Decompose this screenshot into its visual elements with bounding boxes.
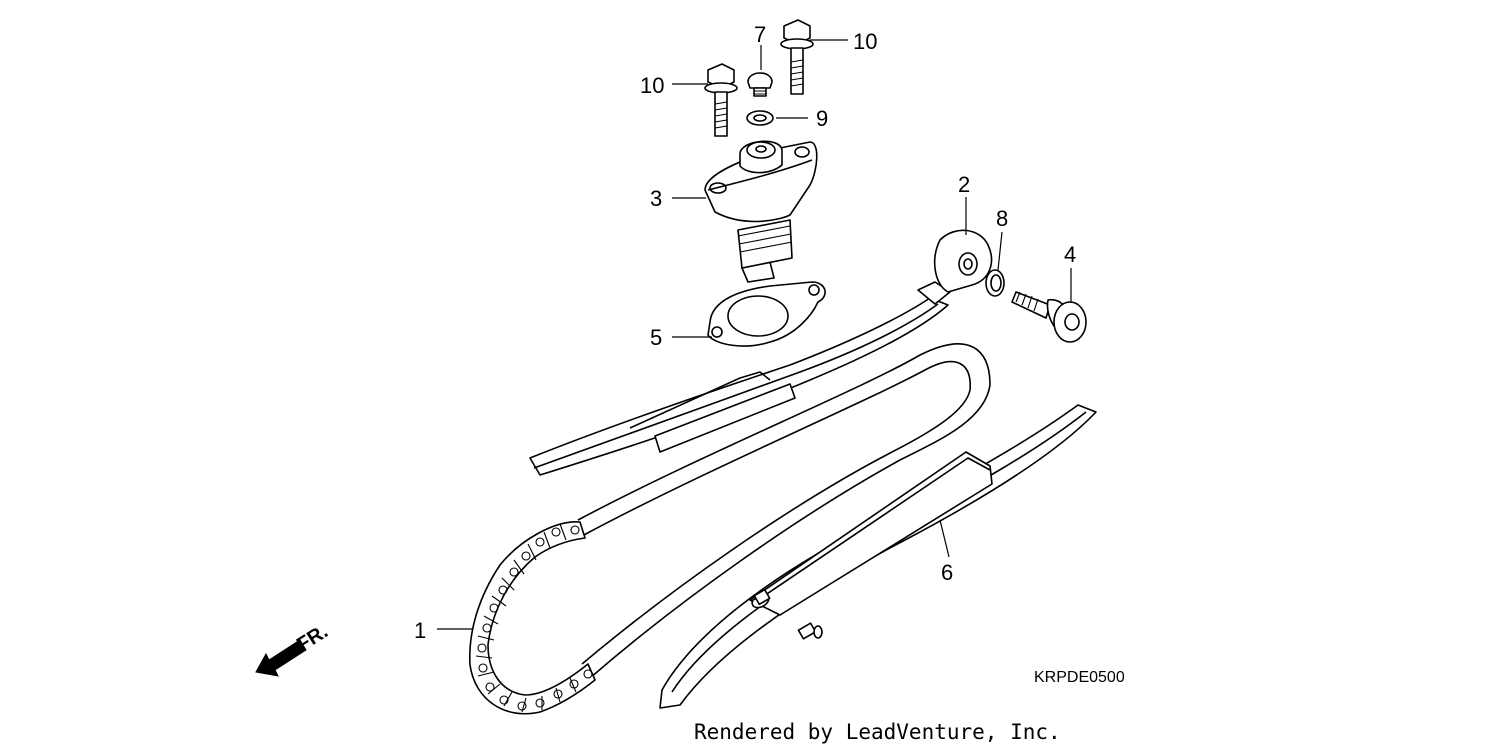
part-10-flange-bolt-left[interactable] bbox=[704, 63, 738, 137]
part-7-sealing-bolt[interactable] bbox=[747, 72, 773, 97]
callout-10-right: 10 bbox=[853, 29, 877, 54]
callout-3: 3 bbox=[650, 186, 662, 211]
drawing-code: KRPDE0500 bbox=[1034, 669, 1125, 686]
callout-10-left: 10 bbox=[640, 73, 664, 98]
callout-8: 8 bbox=[996, 206, 1008, 231]
leader-lines bbox=[437, 39, 1072, 630]
callout-labels: 1 2 3 4 5 6 7 8 9 10 10 bbox=[414, 22, 1076, 643]
callout-7: 7 bbox=[754, 22, 766, 47]
part-3-tensioner-lifter[interactable] bbox=[704, 140, 818, 283]
part-10-flange-bolt-right[interactable] bbox=[780, 19, 814, 95]
part-5-gasket[interactable] bbox=[707, 281, 826, 347]
part-9-washer[interactable] bbox=[746, 110, 774, 126]
part-2-tensioner-slipper[interactable] bbox=[529, 229, 993, 476]
part-4-pivot-bolt[interactable] bbox=[1011, 291, 1087, 343]
callout-1: 1 bbox=[414, 618, 426, 643]
callout-9: 9 bbox=[816, 106, 828, 131]
callout-4: 4 bbox=[1064, 242, 1076, 267]
front-direction-arrow: FR. bbox=[255, 621, 332, 677]
callout-5: 5 bbox=[650, 325, 662, 350]
render-credit: Rendered by LeadVenture, Inc. bbox=[694, 720, 1061, 744]
callout-2: 2 bbox=[958, 172, 970, 197]
callout-6: 6 bbox=[941, 560, 953, 585]
part-8-washer[interactable] bbox=[985, 269, 1005, 297]
part-6-chain-guide[interactable] bbox=[659, 404, 1097, 709]
part-1-cam-chain[interactable] bbox=[468, 343, 991, 715]
